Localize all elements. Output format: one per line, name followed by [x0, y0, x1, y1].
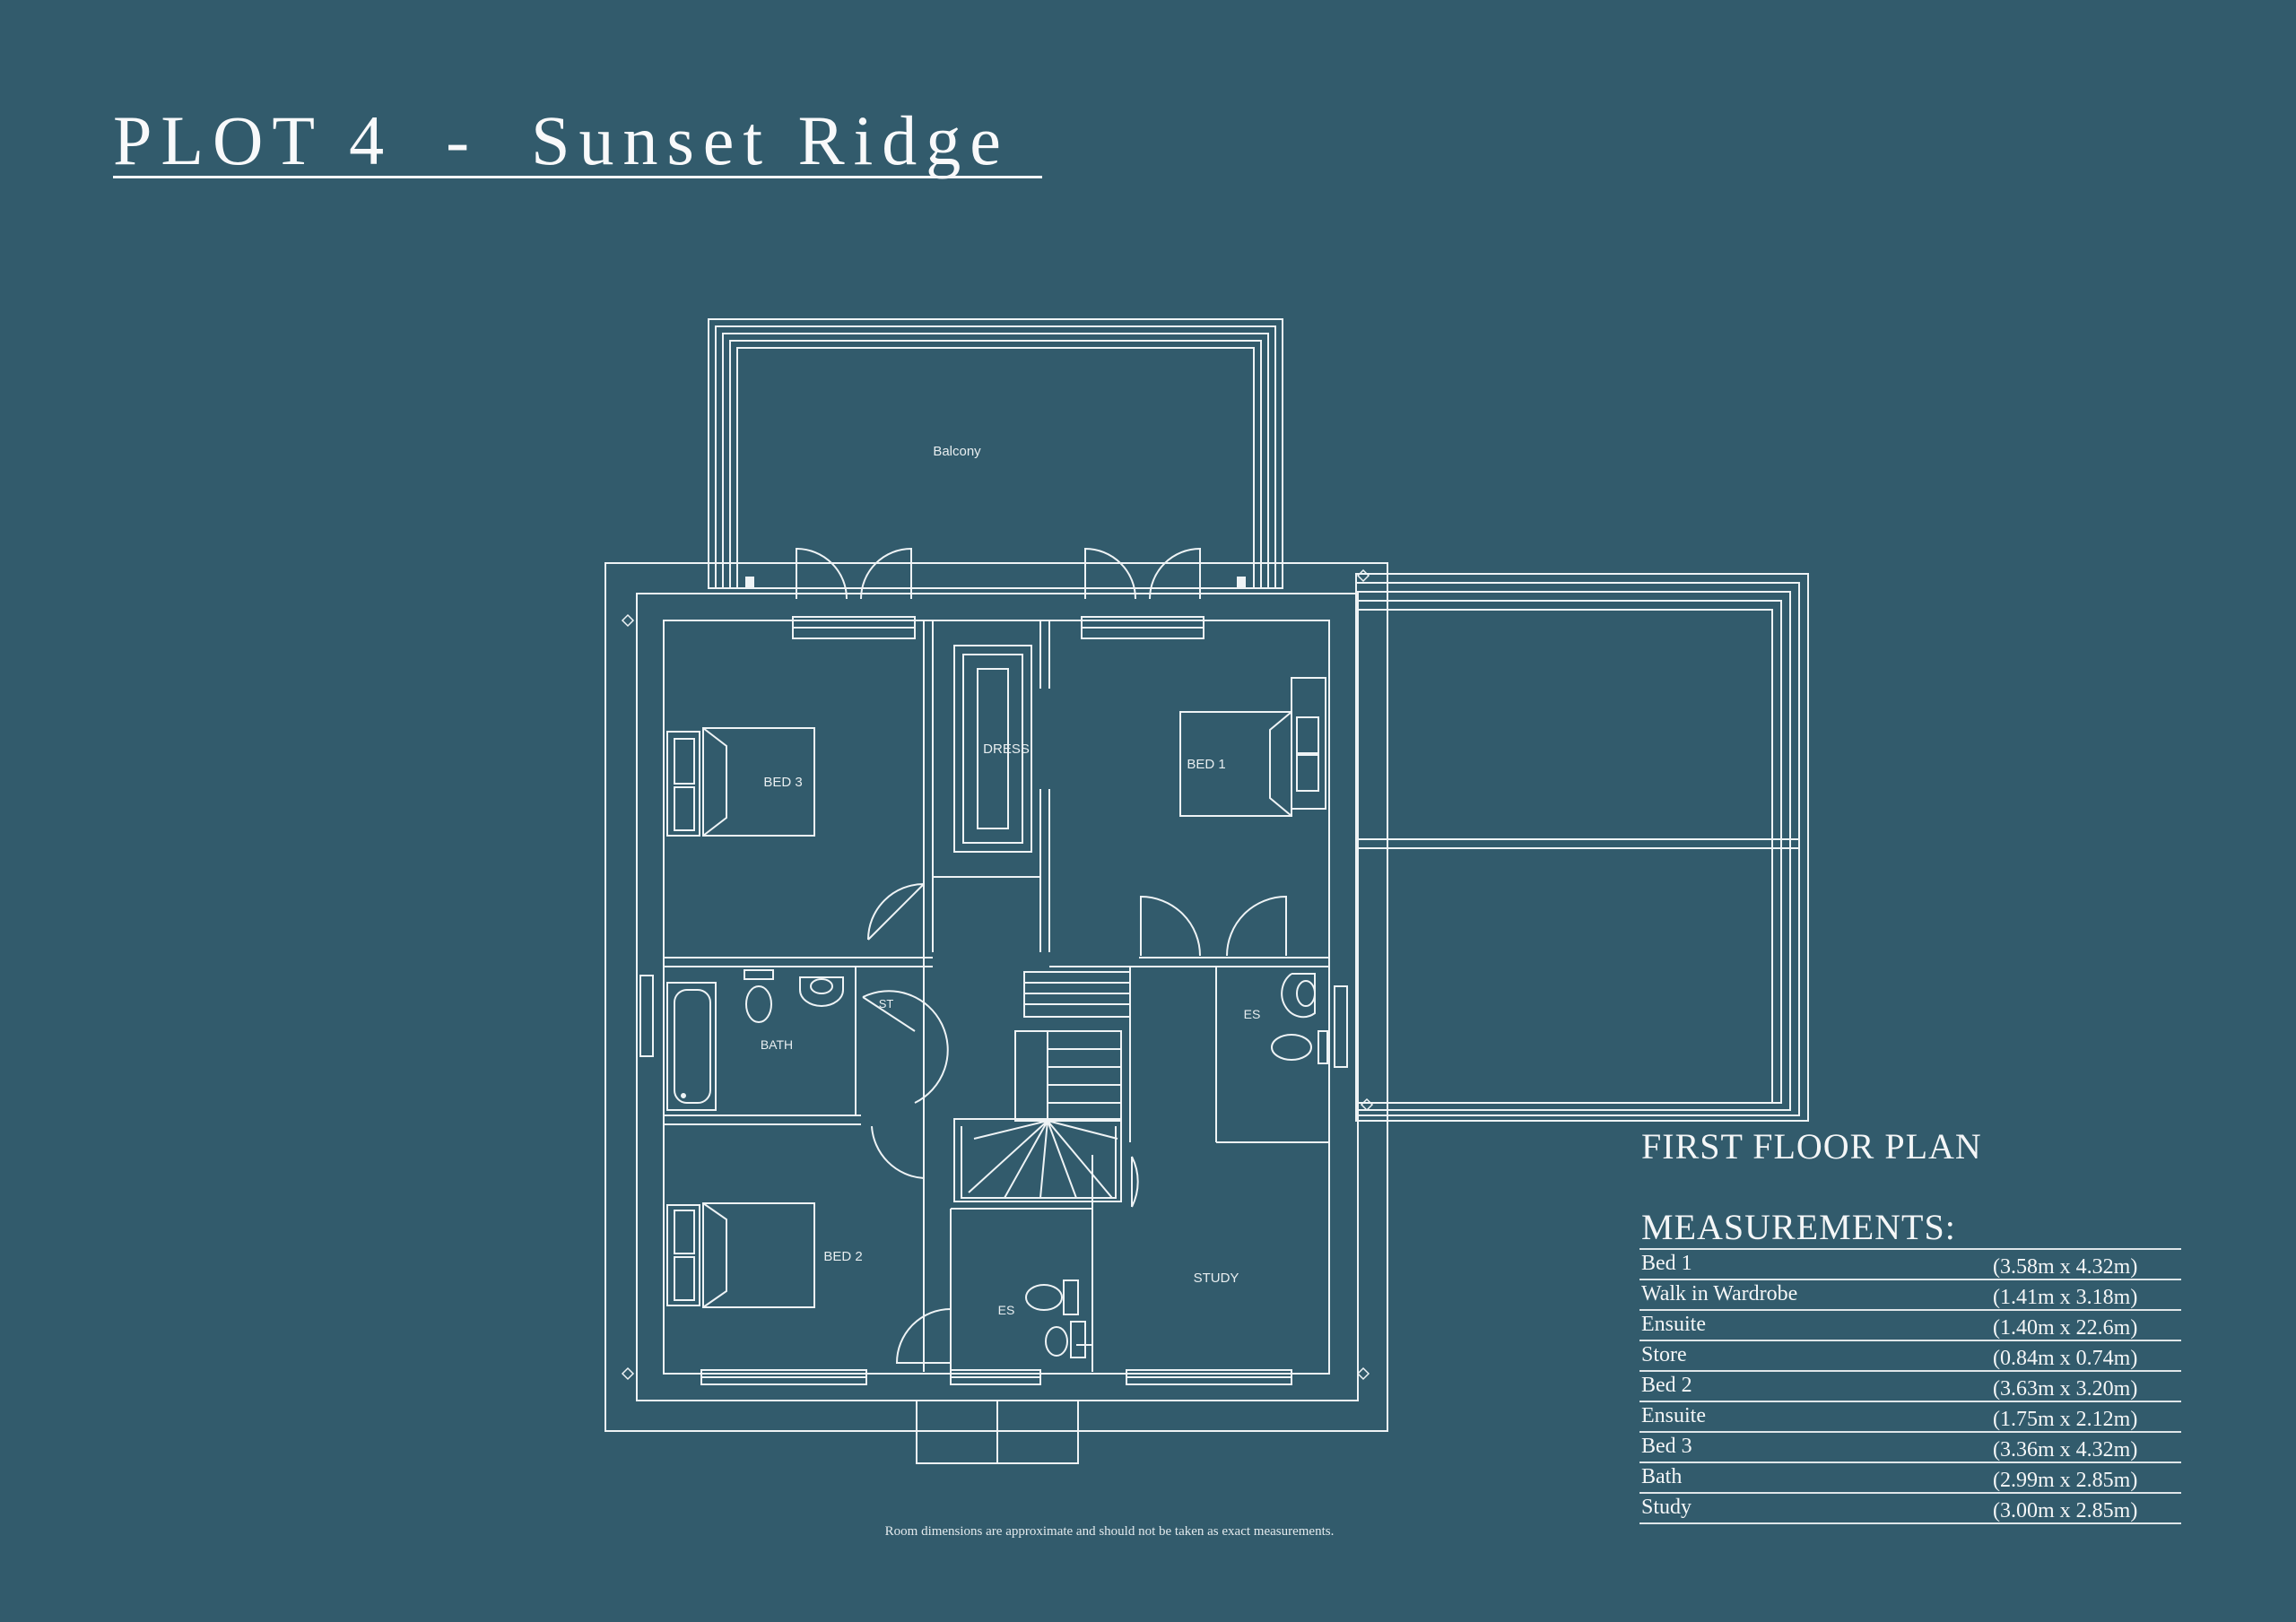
- room-name: Store: [1641, 1343, 1687, 1366]
- windows: [639, 975, 1348, 1385]
- room-dims: (3.00m x 2.85m): [1993, 1499, 2138, 1522]
- room-dims: (3.36m x 4.32m): [1993, 1438, 2138, 1462]
- page-title: PLOT 4 - Sunset Ridge: [113, 101, 1010, 179]
- dressing-room: [953, 645, 1032, 853]
- room-dims: (3.58m x 4.32m): [1993, 1255, 2138, 1279]
- room-dims: (1.75m x 2.12m): [1993, 1408, 2138, 1431]
- room-name: Bed 3: [1641, 1435, 1692, 1458]
- interior-doors: [862, 883, 1287, 1364]
- bed-1: BED 1: [1179, 677, 1326, 817]
- room-name: Ensuite: [1641, 1404, 1706, 1427]
- measurement-row: Bath (2.99m x 2.85m): [1639, 1462, 2181, 1492]
- internal-walls: [664, 620, 1329, 1372]
- room-name: Walk in Wardrobe: [1641, 1282, 1798, 1305]
- bed2-label: BED 2: [823, 1249, 862, 1264]
- es-right-label: ES: [1244, 1007, 1261, 1021]
- measurement-row: Store (0.84m x 0.74m): [1639, 1340, 2181, 1370]
- balcony-label: Balcony: [933, 444, 981, 459]
- floor-plan-heading: FIRST FLOOR PLAN: [1641, 1126, 1982, 1167]
- measurement-row: Study (3.00m x 2.85m): [1639, 1492, 2181, 1524]
- measurements-table: Bed 1 (3.58m x 4.32m) Walk in Wardrobe (1.…: [1639, 1248, 2181, 1524]
- room-dims: (2.99m x 2.85m): [1993, 1469, 2138, 1492]
- measurement-row: Ensuite (1.75m x 2.12m): [1639, 1401, 2181, 1431]
- room-dims: (3.63m x 3.20m): [1993, 1377, 2138, 1401]
- room-name: Bed 2: [1641, 1374, 1692, 1397]
- st-label: ST: [879, 997, 894, 1010]
- room-name: Bath: [1641, 1465, 1683, 1488]
- room-dims: (1.40m x 22.6m): [1993, 1316, 2138, 1340]
- bed1-label: BED 1: [1187, 757, 1225, 772]
- measurements-heading: MEASUREMENTS:: [1641, 1207, 1956, 1247]
- study-label: STUDY: [1194, 1271, 1239, 1286]
- measurement-row: Bed 3 (3.36m x 4.32m): [1639, 1431, 2181, 1462]
- measurement-row: Bed 1 (3.58m x 4.32m): [1639, 1248, 2181, 1279]
- bed-2: BED 2: [666, 1202, 863, 1308]
- bath-label: BATH: [761, 1037, 793, 1052]
- balcony-doors: [792, 547, 1205, 639]
- room-dims: (1.41m x 3.18m): [1993, 1286, 2138, 1309]
- side-roof: [1355, 573, 1809, 1122]
- corner-markers: [621, 568, 1374, 1381]
- bed-3: BED 3: [666, 727, 815, 837]
- measurement-row: Bed 2 (3.63m x 3.20m): [1639, 1370, 2181, 1401]
- room-name: Bed 1: [1641, 1252, 1692, 1275]
- room-name: Ensuite: [1641, 1313, 1706, 1336]
- es-bottom-label: ES: [998, 1303, 1015, 1317]
- room-name: Study: [1641, 1496, 1692, 1519]
- room-dims: (0.84m x 0.74m): [1993, 1347, 2138, 1370]
- staircase: [953, 971, 1131, 1202]
- disclaimer-note: Room dimensions are approximate and shou…: [884, 1524, 1335, 1539]
- title-underline: [113, 176, 1042, 178]
- dress-label: DRESS: [983, 742, 1030, 757]
- external-walls: [604, 562, 1388, 1464]
- balcony: Balcony: [708, 318, 1283, 589]
- bathroom-fixtures: BATH ST ES ES: [666, 969, 1328, 1358]
- measurement-row: Walk in Wardrobe (1.41m x 3.18m): [1639, 1279, 2181, 1309]
- bed3-label: BED 3: [763, 775, 802, 790]
- measurement-row: Ensuite (1.40m x 22.6m): [1639, 1309, 2181, 1340]
